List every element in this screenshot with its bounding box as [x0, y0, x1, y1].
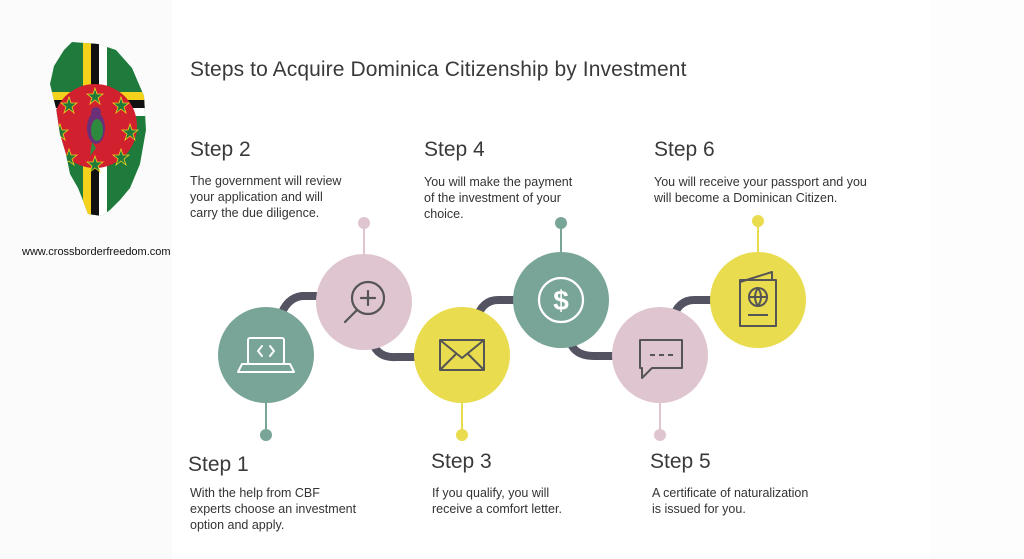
step-3-description: If you qualify, you will receive a comfo…: [432, 485, 562, 517]
step-6-title: Step 6: [654, 138, 715, 161]
step-1-description: With the help from CBF experts choose an…: [190, 485, 356, 533]
circle-step-1: [218, 307, 314, 403]
page-title: Steps to Acquire Dominica Citizenship by…: [190, 58, 687, 81]
step-4-description: You will make the payment of the investm…: [424, 174, 572, 222]
dot-step-4: [555, 217, 567, 229]
step-5-title: Step 5: [650, 450, 711, 473]
step-4-title: Step 4: [424, 138, 485, 161]
step-2-desc-line: your application and will: [190, 190, 323, 204]
step-2-description: The government will review your applicat…: [190, 173, 341, 221]
circle-step-4: [513, 252, 609, 348]
chat-bubble-icon: [639, 339, 683, 379]
step-3-desc-line: If you qualify, you will: [432, 486, 550, 500]
right-panel: [930, 0, 1024, 559]
website-url: www.crossborderfreedom.com: [22, 246, 171, 258]
step-5-description: A certificate of naturalization is issue…: [652, 485, 808, 517]
step-4-desc-line: You will make the payment: [424, 175, 573, 189]
step-3-title: Step 3: [431, 450, 492, 473]
step-2-desc-line: The government will review: [190, 174, 342, 188]
connector-2-3: [370, 342, 424, 362]
step-5-desc-line: A certificate of naturalization: [652, 486, 809, 500]
step-1-desc-line: option and apply.: [190, 518, 285, 532]
dot-step-3: [456, 429, 468, 441]
step-1-title: Step 1: [188, 453, 249, 476]
circle-step-6: [710, 252, 806, 348]
dominica-flag-map-icon: [50, 42, 146, 216]
circle-step-3: [414, 307, 510, 403]
step-3-desc-line: receive a comfort letter.: [432, 502, 562, 516]
step-2-desc-line: carry the due diligence.: [190, 206, 320, 220]
step-4-desc-line: of the investment of your: [424, 191, 561, 205]
svg-text:$: $: [553, 285, 569, 316]
dollar-coin-icon: $: [537, 276, 585, 324]
envelope-icon: [439, 339, 485, 371]
step-1-desc-line: experts choose an investment: [190, 502, 357, 516]
step-1-desc-line: With the help from CBF: [190, 486, 320, 500]
laptop-code-icon: [237, 337, 295, 373]
step-5-desc-line: is issued for you.: [652, 502, 746, 516]
connector-4-5: [568, 342, 620, 360]
step-4-desc-line: choice.: [424, 207, 464, 221]
circle-step-2: [316, 254, 412, 350]
step-6-description: You will receive your passport and you w…: [654, 174, 867, 206]
step-2-title: Step 2: [190, 138, 251, 161]
dot-step-5: [654, 429, 666, 441]
dot-step-2: [358, 217, 370, 229]
dot-step-1: [260, 429, 272, 441]
step-6-desc-line: will become a Dominican Citizen.: [654, 191, 838, 205]
dot-step-6: [752, 215, 764, 227]
passport-icon: [739, 271, 777, 327]
magnifier-plus-icon: [343, 280, 386, 324]
step-6-desc-line: You will receive your passport and you: [654, 175, 867, 189]
